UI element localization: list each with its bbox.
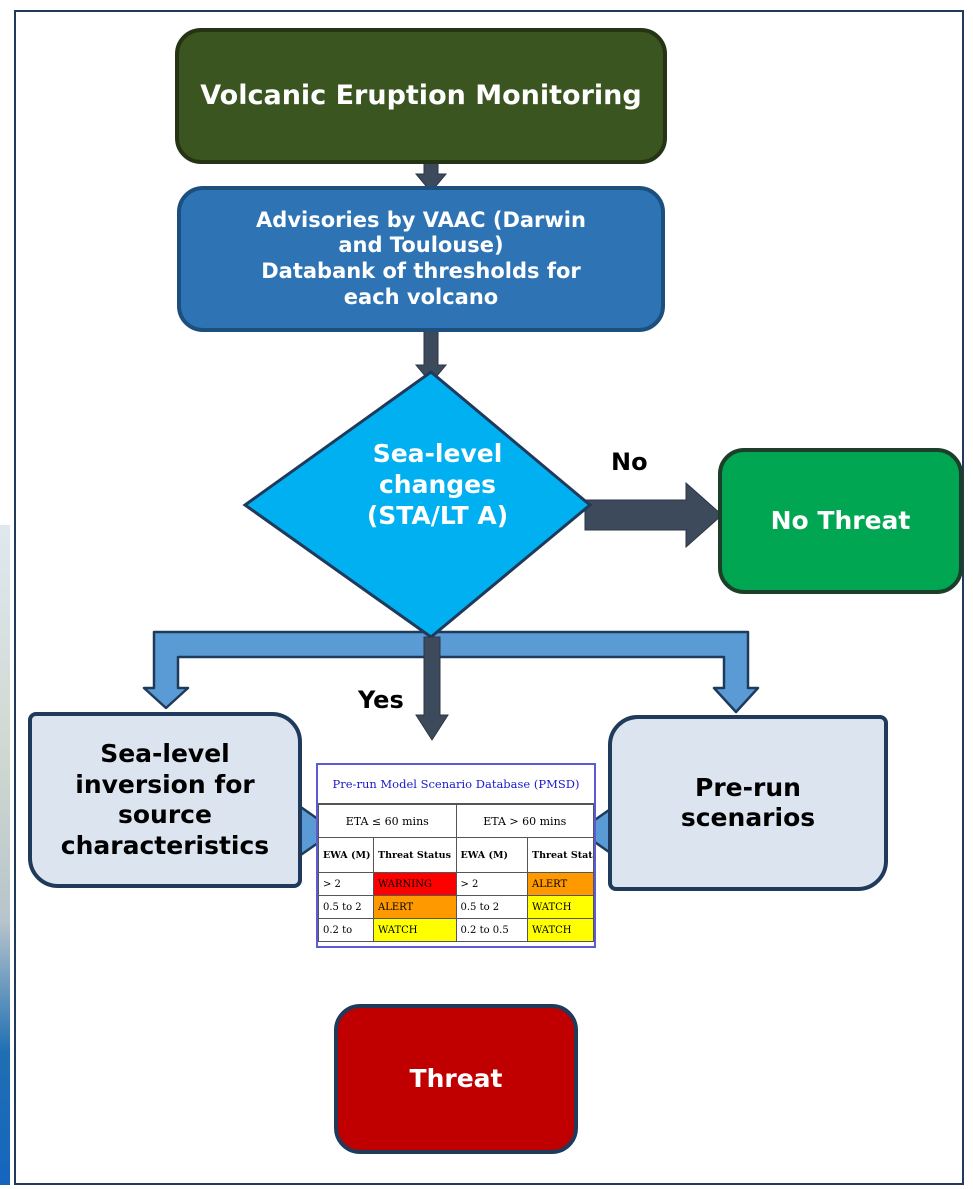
pmsd-cell: > 2 [318, 872, 374, 896]
node-no-threat: No Threat [718, 448, 963, 594]
edge-label-no: No [611, 448, 648, 476]
node-label-line: Sea-level [100, 739, 230, 768]
pmsd-status-cell: WATCH [527, 895, 594, 919]
edge-label-yes: Yes [358, 686, 404, 714]
pmsd-cell: 0.2 to 0.5 [455, 918, 528, 942]
arrow-split-left [142, 630, 434, 710]
node-advisories: Advisories by VAAC (Darwin and Toulouse)… [177, 186, 665, 332]
decision-label-line: changes [378, 470, 497, 499]
pmsd-cell: 0.2 to [318, 918, 374, 942]
pmsd-col-header: Threat Stat [527, 837, 594, 873]
arrow-decision-to-nothreat [584, 481, 723, 549]
node-sea-level-inversion: Sea-level inversion for source character… [28, 712, 302, 888]
pmsd-table: ETA ≤ 60 mins ETA > 60 mins EWA (M) Thre… [318, 804, 594, 942]
node-label-line: Pre-run [695, 772, 801, 802]
pmsd-col-header: Threat Status [373, 837, 457, 873]
pmsd-title: Pre-run Model Scenario Database (PMSD) [318, 765, 594, 804]
decision-label-line: A) [477, 501, 509, 530]
pmsd-status-cell: ALERT [373, 895, 457, 919]
pmsd-row: 0.2 to WATCH 0.2 to 0.5 WATCH [318, 918, 594, 942]
node-label-line: inversion for [75, 769, 255, 799]
pmsd-row: > 2 WARNING > 2 ALERT [318, 872, 594, 896]
pmsd-row: 0.5 to 2 ALERT 0.5 to 2 WATCH [318, 895, 594, 919]
arrow-split-right [430, 630, 760, 714]
pmsd-status-cell: WARNING [373, 872, 457, 896]
pmsd-table-image: Pre-run Model Scenario Database (PMSD) E… [316, 763, 596, 948]
node-label: Threat [409, 1063, 503, 1093]
pmsd-group-header: ETA > 60 mins [455, 804, 594, 838]
arrow-advisories-to-decision [414, 329, 448, 384]
node-pre-run-scenarios: Pre-run scenarios [608, 715, 888, 891]
decision-label-line: (STA/LT [366, 501, 469, 530]
pmsd-status-cell: WATCH [373, 918, 457, 942]
decision-label: Sea-level changes (STA/LT A) [345, 438, 530, 531]
node-label-line: and Toulouse) [338, 233, 504, 258]
node-label: Volcanic Eruption Monitoring [200, 79, 642, 111]
pmsd-status-cell: WATCH [527, 918, 594, 942]
background-map-strip [0, 525, 10, 1185]
node-label-line: Databank of thresholds for [261, 259, 581, 283]
pmsd-cell: 0.5 to 2 [455, 895, 528, 919]
node-threat: Threat [334, 1004, 578, 1154]
node-label-line: characteristics [60, 830, 270, 860]
pmsd-cell: 0.5 to 2 [318, 895, 374, 919]
pmsd-status-cell: ALERT [527, 872, 594, 896]
decision-label-line: Sea-level [372, 439, 503, 468]
node-label-line: each volcano [343, 284, 499, 309]
pmsd-col-header: EWA (M) [455, 837, 528, 873]
node-label: No Threat [770, 505, 911, 535]
node-label-line: scenarios [680, 803, 816, 832]
pmsd-cell: > 2 [455, 872, 528, 896]
node-volcanic-eruption-monitoring: Volcanic Eruption Monitoring [175, 28, 667, 164]
pmsd-group-header: ETA ≤ 60 mins [318, 804, 457, 838]
arrow-decision-to-table [415, 636, 449, 741]
node-label-line: source [118, 800, 212, 829]
node-label-line: Advisories by VAAC (Darwin [256, 207, 586, 232]
pmsd-col-header: EWA (M) [318, 837, 374, 873]
